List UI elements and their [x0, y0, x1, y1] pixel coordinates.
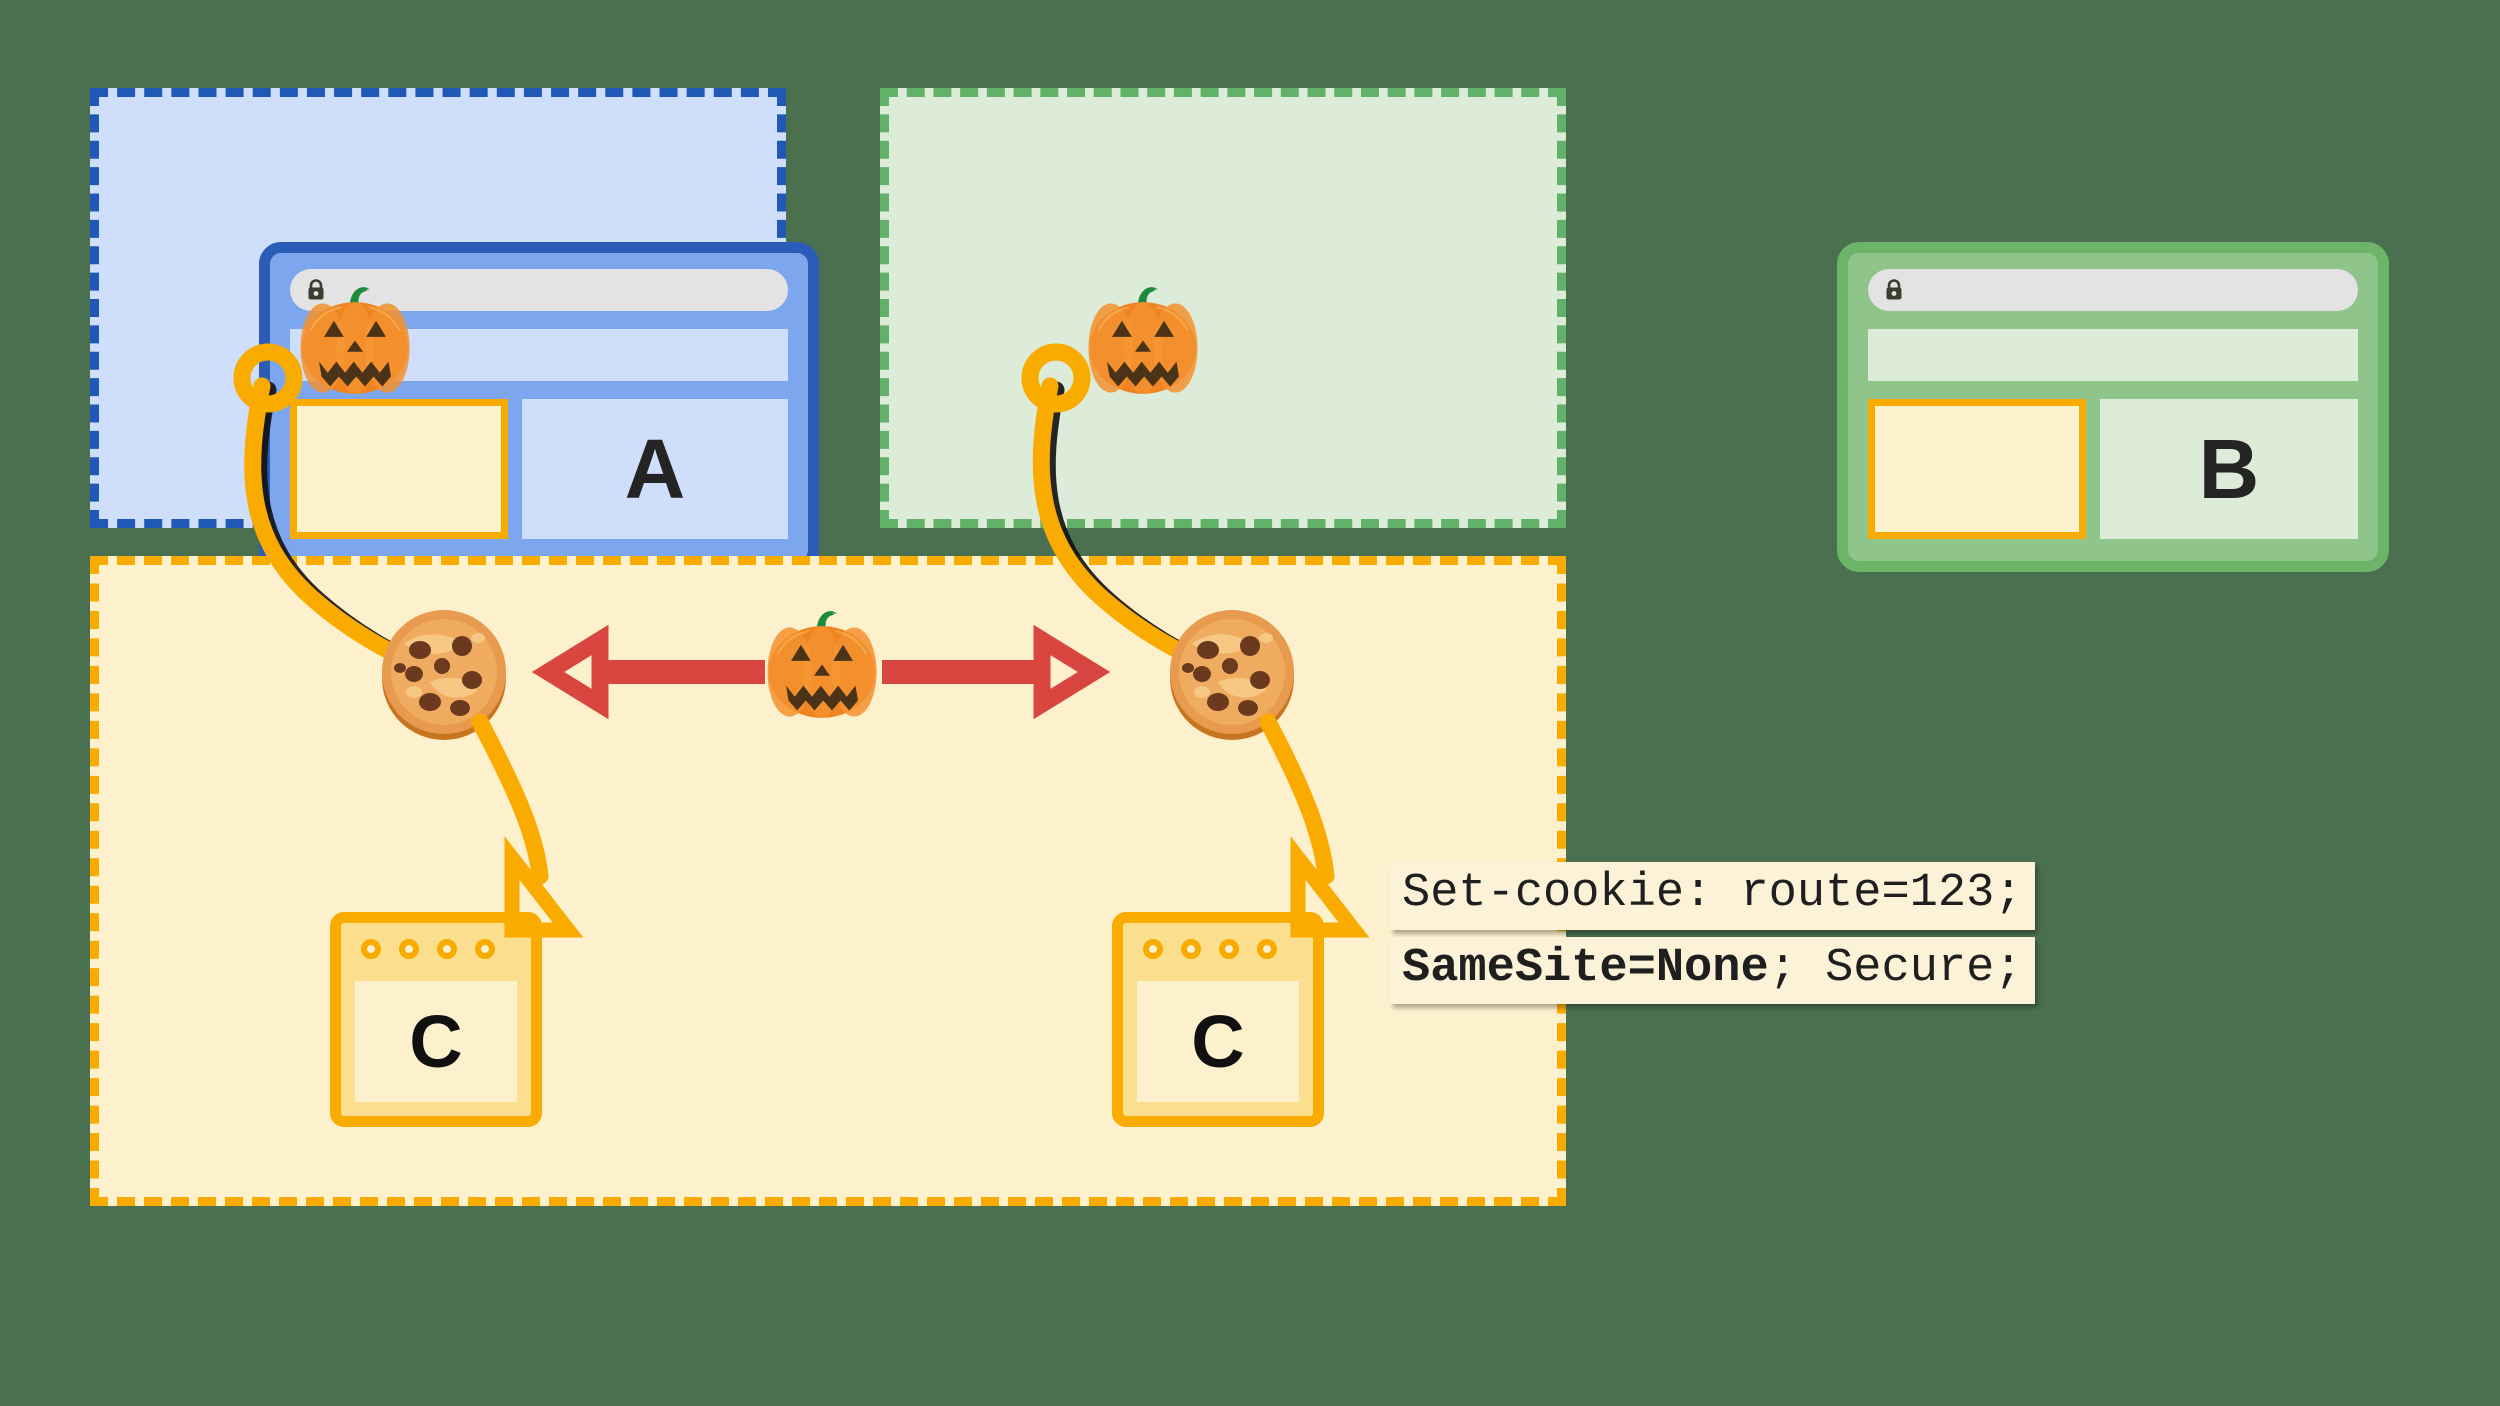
window-dot-icon — [361, 939, 381, 959]
server-c-left: C — [330, 912, 542, 1127]
window-dot-icon — [437, 939, 457, 959]
browser-window-b: B — [1837, 242, 2389, 572]
window-dot-icon — [475, 939, 495, 959]
browser-window-a: A — [259, 242, 819, 572]
window-dot-icon — [1181, 939, 1201, 959]
window-dot-icon — [399, 939, 419, 959]
code-line-2: SameSite=None; Secure; — [1390, 936, 2035, 1005]
server-titlebar — [341, 923, 531, 975]
server-titlebar — [1123, 923, 1313, 975]
content-block-b — [1868, 329, 2358, 381]
server-body: C — [1137, 981, 1299, 1102]
url-bar-b[interactable] — [1868, 269, 2358, 311]
content-block-a — [290, 329, 788, 381]
embedded-resource-tile-a — [290, 399, 508, 539]
server-body: C — [355, 981, 517, 1102]
url-bar-a[interactable] — [290, 269, 788, 311]
code-samesite-token: SameSite=None — [1402, 941, 1769, 995]
window-dot-icon — [1257, 939, 1277, 959]
server-letter: C — [1191, 999, 1245, 1083]
code-line-1: Set-cookie: route=123; — [1390, 862, 2035, 930]
lock-icon — [1886, 279, 1902, 300]
set-cookie-header-label: Set-cookie: route=123; SameSite=None; Se… — [1390, 862, 2035, 1005]
site-letter-a: A — [624, 422, 686, 516]
site-label-box-a: A — [522, 399, 788, 539]
site-label-box-b: B — [2100, 399, 2358, 539]
embedded-resource-tile-b — [1868, 399, 2086, 539]
window-dot-icon — [1219, 939, 1239, 959]
site-letter-b: B — [2198, 422, 2260, 516]
context-box-site-a: A — [90, 88, 819, 572]
context-box-site-c — [90, 556, 1566, 1206]
context-box-site-b: B — [880, 88, 2389, 572]
server-letter: C — [409, 999, 463, 1083]
lock-icon — [308, 279, 324, 300]
code-secure-token: ; Secure; — [1768, 941, 2023, 995]
server-c-right: C — [1112, 912, 1324, 1127]
window-dot-icon — [1143, 939, 1163, 959]
